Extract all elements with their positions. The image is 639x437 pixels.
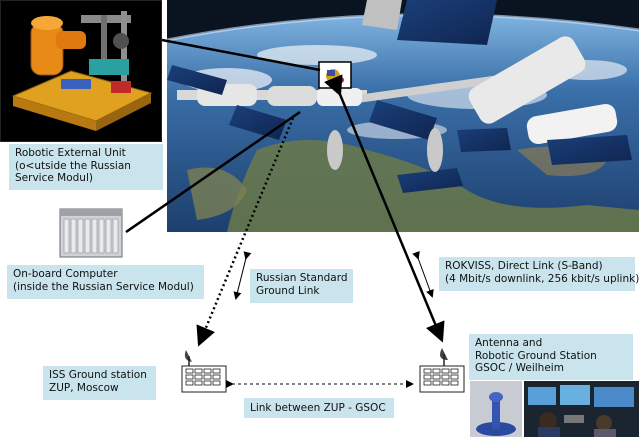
russian-link-label: Russian Standard Ground Link	[250, 269, 353, 303]
zup-gsoc-link-label: Link between ZUP - GSOC	[244, 398, 394, 418]
direct-link-label: ROKVISS, Direct Link (S-Band) (4 Mbit/s …	[439, 257, 639, 291]
direct-link-label-line1: ROKVISS, Direct Link (S-Band)	[445, 260, 603, 272]
russian-link-label-line1: Russian Standard	[256, 272, 348, 284]
direct-link-label-line2: (4 Mbit/s downlink, 256 kbit/s uplink)	[445, 272, 639, 285]
iss-ground-label-line1: ISS Ground station	[49, 369, 147, 381]
zup-ground-station-icon	[180, 346, 228, 394]
robotic-unit-label: Robotic External Unit (o<utside the Russ…	[9, 144, 163, 190]
gsoc-label-line3: GSOC / Weilheim	[475, 362, 564, 374]
gsoc-label-line1: Antenna and	[475, 337, 543, 349]
onboard-computer-label-line1: On-board Computer	[13, 268, 118, 280]
gsoc-label-line2: Robotic Ground Station	[475, 349, 597, 362]
iss-ground-station-label: ISS Ground station ZUP, Moscow	[43, 366, 156, 400]
iss-earth-photo	[167, 0, 639, 232]
russian-link-label-line2: Ground Link	[256, 284, 320, 297]
onboard-computer-label: On-board Computer (inside the Russian Se…	[7, 265, 204, 299]
iss-ground-label-line2: ZUP, Moscow	[49, 381, 119, 394]
robotic-unit-label-line3: Service Modul)	[15, 172, 93, 184]
robotic-unit-label-line2: (o<utside the Russian	[15, 159, 131, 172]
russian-link-arrow	[233, 251, 252, 300]
onboard-computer-rack-icon	[58, 207, 126, 259]
control-room-photo	[524, 381, 639, 437]
zup-gsoc-link-text: Link between ZUP - GSOC	[250, 402, 386, 414]
robotic-unit-photo	[0, 0, 162, 142]
joystick-photo	[470, 381, 522, 437]
onboard-computer-label-line2: (inside the Russian Service Modul)	[13, 280, 194, 293]
robotic-unit-label-line1: Robotic External Unit	[15, 147, 126, 159]
gsoc-station-label: Antenna and Robotic Ground Station GSOC …	[469, 334, 633, 380]
gsoc-ground-station-icon	[418, 346, 466, 394]
direct-link-arrow	[412, 250, 434, 298]
